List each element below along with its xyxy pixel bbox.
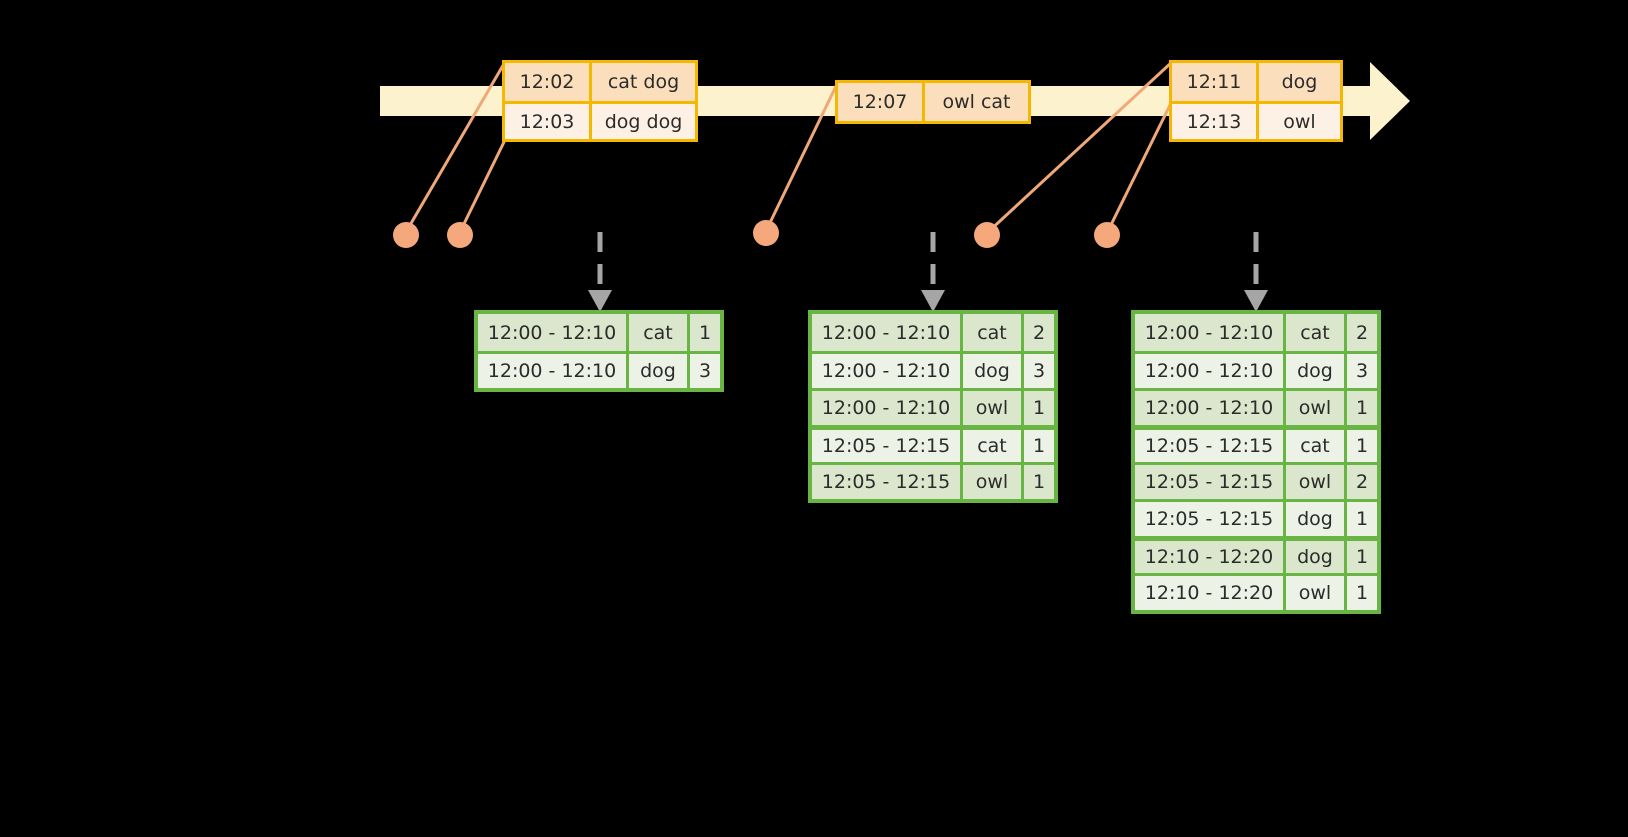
count-cell: 1 — [1344, 541, 1377, 573]
word-cell: dog — [960, 354, 1021, 388]
window-cell: 12:00 - 12:10 — [821, 321, 951, 344]
word-cell: owl — [1283, 465, 1344, 499]
timeline-arrowhead — [1370, 62, 1410, 140]
event-dot-2 — [447, 222, 473, 248]
window-cell: 12:00 - 12:10 — [1144, 397, 1274, 419]
event-words: dog dog — [604, 110, 683, 133]
event-words: cat dog — [607, 71, 680, 93]
count-cell: 2 — [1344, 465, 1377, 499]
word-cell: cat — [1283, 430, 1344, 462]
event-row: 12:07 owl cat — [838, 83, 1028, 121]
connector-line-3 — [764, 81, 840, 232]
dashed-arrow-head-1 — [588, 290, 612, 312]
word-cell: dog — [1283, 541, 1344, 573]
event-row: 12:03 dog dog — [505, 101, 695, 139]
window-cell: 12:00 - 12:10 — [1144, 321, 1274, 344]
window-cell: 12:05 - 12:15 — [821, 435, 951, 457]
window-cell: 12:05 - 12:15 — [1144, 471, 1274, 493]
event-dot-4 — [974, 222, 1000, 248]
event-row: 12:11 dog — [1172, 63, 1340, 101]
count-cell: 1 — [1344, 576, 1377, 610]
word-cell: owl — [960, 391, 1021, 425]
count-cell: 1 — [1344, 430, 1377, 462]
count-cell: 2 — [1344, 314, 1377, 351]
window-cell: 12:00 - 12:10 — [821, 397, 951, 419]
count-cell: 1 — [1021, 391, 1054, 425]
event-row: 12:13 owl — [1172, 101, 1340, 139]
window-cell: 12:00 - 12:10 — [487, 321, 617, 344]
event-words: owl cat — [942, 91, 1011, 113]
connector-line-5 — [1105, 100, 1174, 234]
event-time: 12:13 — [1172, 104, 1259, 139]
word-cell: dog — [1283, 354, 1344, 388]
dashed-arrow-head-3 — [1244, 290, 1268, 312]
window-cell: 12:00 - 12:10 — [487, 360, 617, 382]
window-cell: 12:10 - 12:20 — [1144, 546, 1274, 568]
word-cell: dog — [626, 354, 687, 388]
event-words: owl — [1283, 110, 1316, 133]
count-cell: 2 — [1021, 314, 1054, 351]
event-dot-1 — [393, 222, 419, 248]
window-cell: 12:00 - 12:10 — [821, 360, 951, 382]
event-box-1[interactable]: 12:02 cat dog 12:03 dog dog — [502, 60, 698, 142]
count-cell: 3 — [687, 354, 720, 388]
word-cell: owl — [1283, 576, 1344, 610]
event-time: 12:02 — [505, 63, 592, 101]
event-dot-5 — [1094, 222, 1120, 248]
word-cell: dog — [1283, 502, 1344, 536]
word-cell: cat — [960, 314, 1021, 351]
window-cell: 12:05 - 12:15 — [1144, 435, 1274, 457]
count-cell: 1 — [1021, 430, 1054, 462]
event-row: 12:02 cat dog — [505, 63, 695, 101]
connector-line-2 — [458, 139, 507, 233]
count-cell: 1 — [1344, 502, 1377, 536]
count-cell: 3 — [1344, 354, 1377, 388]
window-cell: 12:05 - 12:15 — [1144, 508, 1274, 530]
word-cell: cat — [626, 314, 687, 351]
event-words: dog — [1281, 71, 1318, 93]
dashed-arrow-head-2 — [921, 290, 945, 312]
count-cell: 3 — [1021, 354, 1054, 388]
window-cell: 12:10 - 12:20 — [1144, 582, 1274, 604]
word-cell: owl — [1283, 391, 1344, 425]
word-cell: cat — [1283, 314, 1344, 351]
event-time: 12:03 — [505, 104, 592, 139]
window-cell: 12:05 - 12:15 — [821, 471, 951, 493]
event-time: 12:07 — [838, 83, 925, 121]
window-cell: 12:00 - 12:10 — [1144, 360, 1274, 382]
count-cell: 1 — [1021, 465, 1054, 499]
event-dot-3 — [753, 220, 779, 246]
event-box-3[interactable]: 12:11 dog 12:13 owl — [1169, 60, 1343, 142]
count-cell: 1 — [687, 314, 720, 351]
event-time: 12:11 — [1172, 63, 1259, 101]
word-cell: owl — [960, 465, 1021, 499]
count-cell: 1 — [1344, 391, 1377, 425]
connector-line-1 — [404, 61, 507, 233]
event-box-2[interactable]: 12:07 owl cat — [835, 80, 1031, 124]
word-cell: cat — [960, 430, 1021, 462]
